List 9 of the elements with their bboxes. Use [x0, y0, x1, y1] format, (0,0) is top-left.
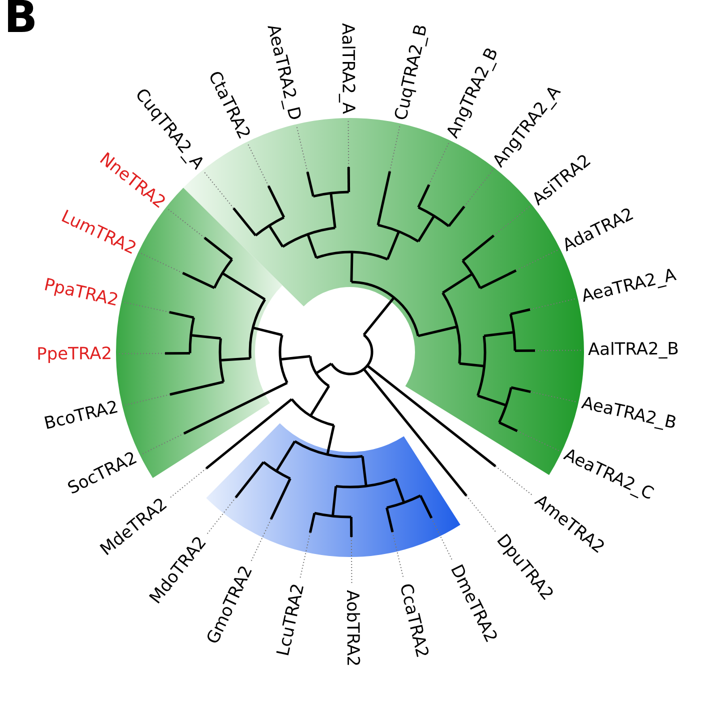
- species-label: LcuTRA2: [273, 582, 309, 658]
- species-label: CcaTRA2: [394, 581, 432, 660]
- species-label: PpeTRA2: [36, 344, 112, 364]
- species-label: AobTRA2: [342, 590, 362, 667]
- species-label: AalTRA2_B: [588, 340, 679, 360]
- species-label: BcoTRA2: [42, 396, 121, 434]
- species-label: PpaTRA2: [42, 274, 120, 311]
- panel-letter: B: [4, 0, 38, 43]
- species-label: AalTRA2_A: [338, 23, 358, 114]
